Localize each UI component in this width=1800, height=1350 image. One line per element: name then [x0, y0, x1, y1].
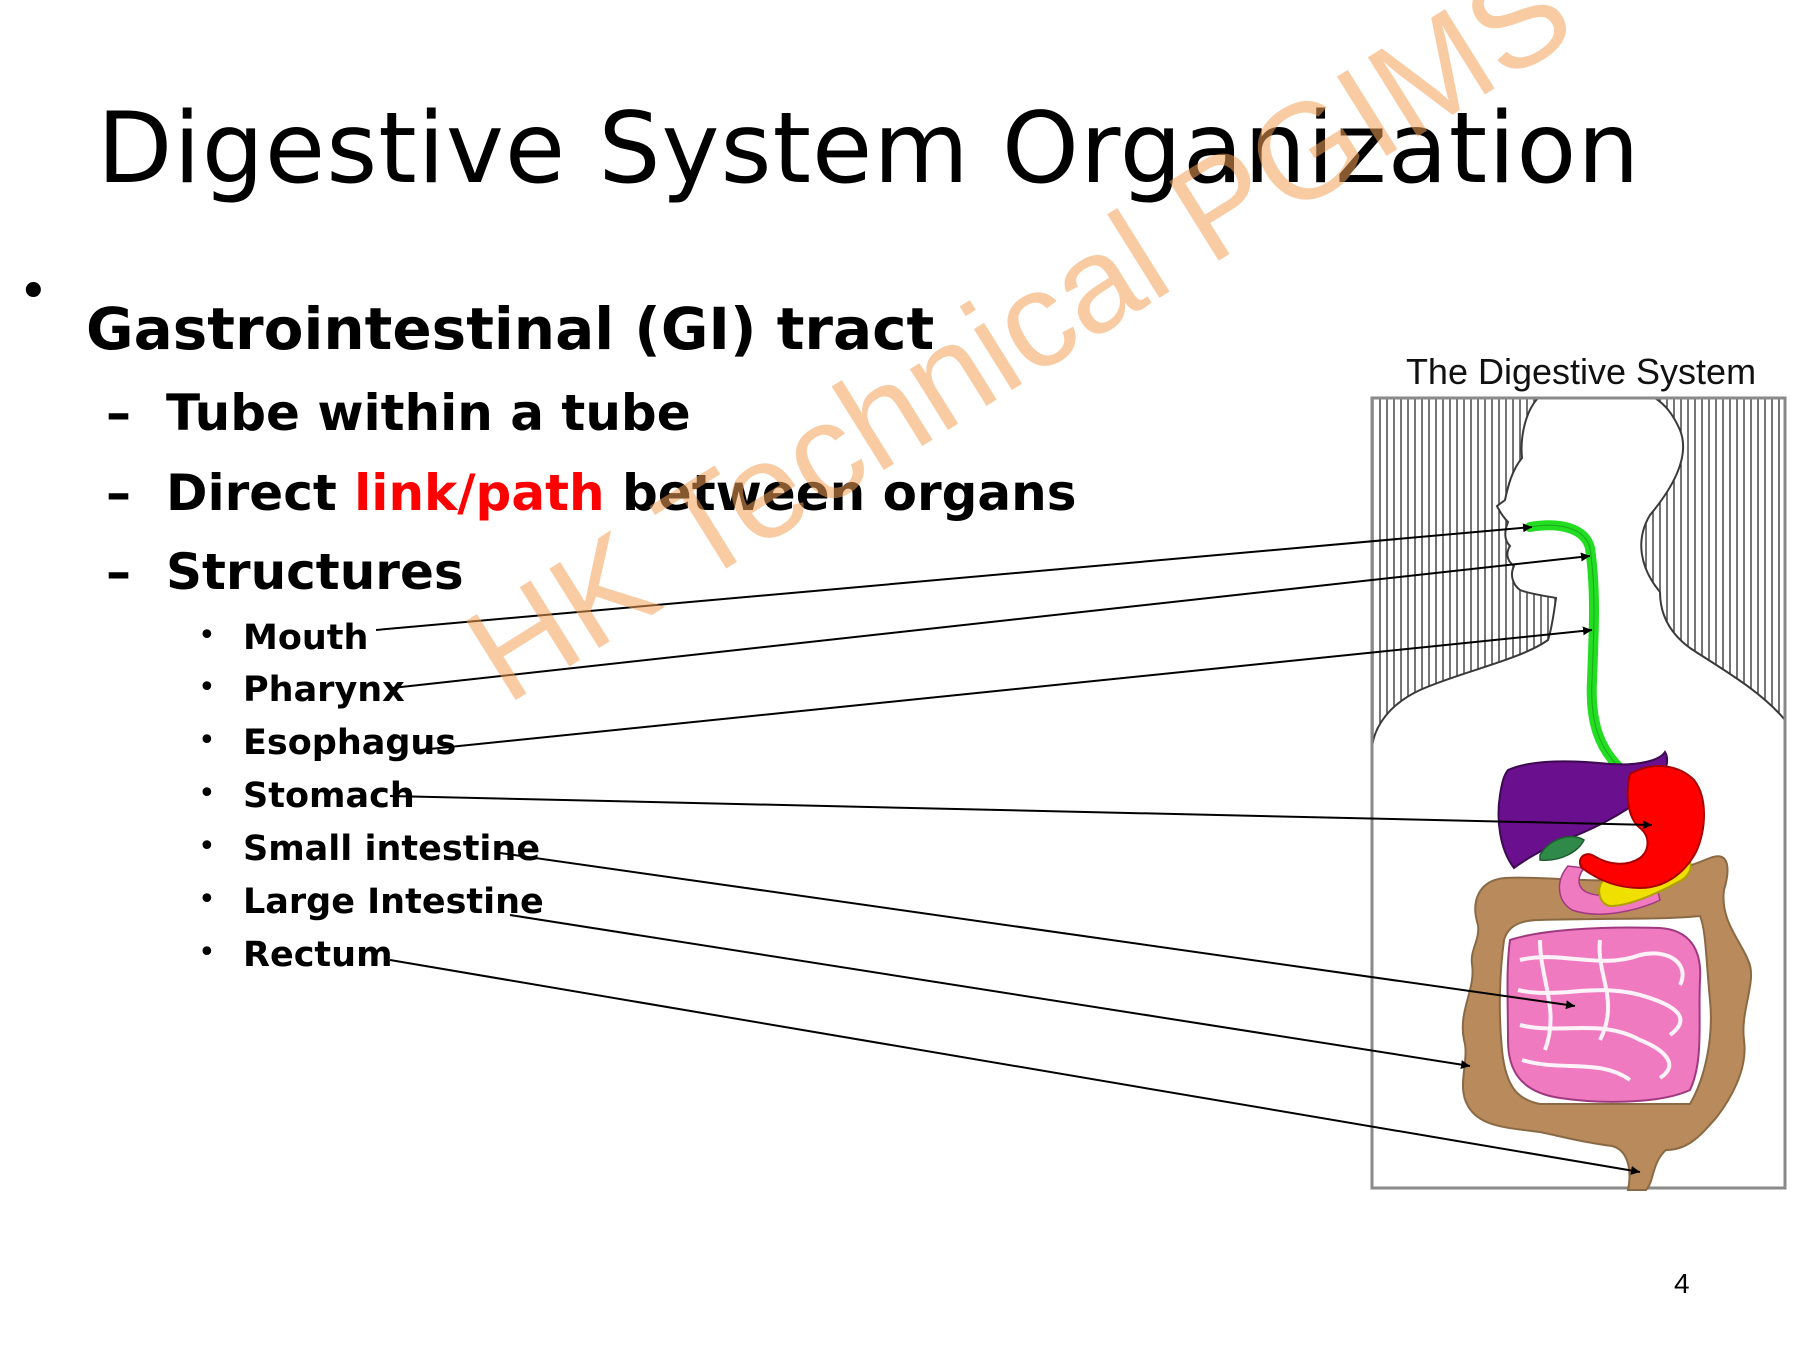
connector-arrows — [375, 523, 1653, 1175]
gallbladder-organ — [1539, 835, 1585, 861]
bullet-dot-icon: • — [198, 723, 216, 758]
bullet-gi-tract: Gastrointestinal (GI) tract — [86, 295, 935, 363]
page-number: 4 — [1674, 1268, 1690, 1299]
dash-icon: – — [106, 543, 131, 601]
bullet-dot-icon: • — [198, 618, 216, 653]
arrow-small-intestine — [499, 852, 1576, 1010]
sub-bullet-tube: Tube within a tube — [166, 384, 691, 442]
bullet-dot-icon: • — [198, 829, 216, 864]
sub-bullet-direct-link: Direct link/path between organs — [166, 464, 1077, 522]
structure-item-small-intestine: Small intestine — [243, 829, 541, 869]
structure-item-esophagus: Esophagus — [243, 723, 457, 763]
dash-icon: – — [106, 384, 131, 442]
highlight-link-path: link/path — [354, 464, 605, 522]
bullet-dot-icon: • — [198, 776, 216, 811]
small-intestine-organ — [1506, 926, 1702, 1103]
small-intestine-coils — [1517, 939, 1685, 1082]
direct-prefix: Direct — [166, 464, 355, 522]
sub-bullet-structures: Structures — [166, 543, 464, 601]
stomach-organ — [1578, 765, 1705, 890]
direct-suffix: between organs — [604, 464, 1077, 522]
liver-organ — [1497, 750, 1669, 870]
structure-item-rectum: Rectum — [243, 935, 393, 975]
structure-item-mouth: Mouth — [243, 618, 369, 658]
arrow-stomach — [389, 795, 1653, 830]
dash-icon: – — [106, 464, 131, 522]
bullet-dot-icon: • — [198, 882, 216, 917]
bullet-dot-icon: • — [18, 262, 49, 322]
slide-title: Digestive System Organization — [97, 92, 1641, 206]
arrow-pharynx — [391, 552, 1591, 689]
figure-frame — [1370, 396, 1787, 1190]
structure-item-stomach: Stomach — [243, 776, 415, 816]
structure-item-pharynx: Pharynx — [243, 670, 405, 710]
figure-title: The Digestive System — [1406, 351, 1756, 392]
structure-item-large-intestine: Large Intestine — [243, 882, 544, 922]
figure-title-background — [1368, 346, 1789, 396]
arrow-rectum — [389, 959, 1641, 1175]
arrow-mouth — [375, 523, 1533, 631]
arrow-esophagus — [419, 626, 1593, 751]
bullet-dot-icon: • — [198, 935, 216, 970]
arrow-large-intestine — [509, 914, 1471, 1070]
bullet-dot-icon: • — [198, 670, 216, 705]
